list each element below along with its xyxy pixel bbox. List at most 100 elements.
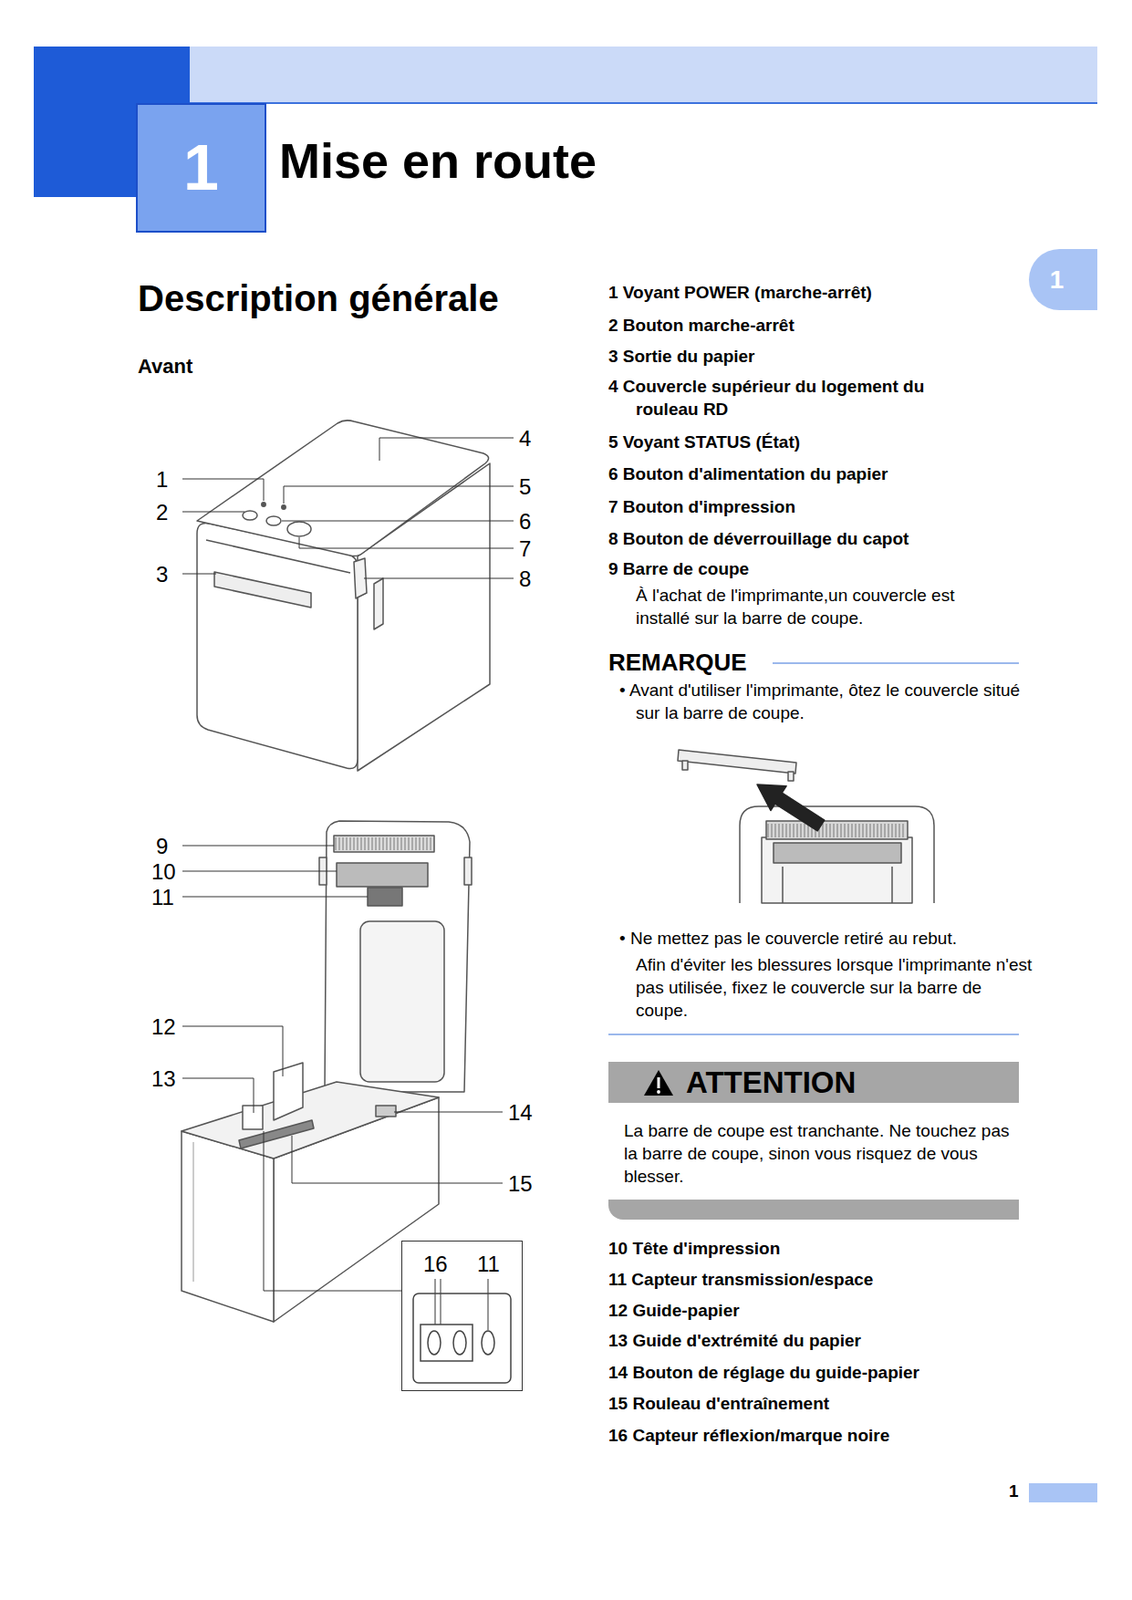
- warning-icon: [643, 1069, 675, 1097]
- leader-line: [182, 871, 337, 873]
- leader-line: [182, 478, 264, 501]
- cover-removal-illustration: [797, 823, 799, 838]
- printer-open-illustration: [238, 1120, 314, 1149]
- subsection-heading: Avant: [137, 354, 193, 379]
- cover-removal-illustration: [782, 823, 784, 838]
- leader-line: [182, 845, 334, 847]
- cover-removal-illustration: [841, 823, 842, 838]
- printer-open-illustration: [181, 1081, 439, 1159]
- printer-open-illustration: [430, 837, 432, 851]
- leader-line: [182, 573, 217, 575]
- callout-number: 16: [423, 1250, 448, 1278]
- part-name: 11 Capteur transmission/espace: [608, 1267, 873, 1291]
- cover-removal-illustration: [830, 823, 831, 838]
- printer-open-illustration: [383, 837, 385, 851]
- printer-open-illustration: [336, 862, 428, 887]
- callout-number: 1: [155, 466, 168, 493]
- callout-number: 11: [477, 1250, 500, 1278]
- cover-removal-illustration: [899, 823, 901, 838]
- chapter-number: 1: [183, 135, 219, 200]
- printer-front-illustration: [197, 522, 358, 769]
- cover-removal-illustration: [786, 823, 788, 838]
- cover-removal-illustration: [775, 823, 777, 838]
- sensor-detail-inset: 1611: [401, 1240, 523, 1392]
- part-name: 4 Couvercle supérieur du logement du rou…: [608, 374, 974, 421]
- part-name: 16 Capteur réflexion/marque noire: [608, 1423, 890, 1447]
- sensor-detail-drawing: [481, 1330, 495, 1355]
- header-band: [189, 102, 1098, 104]
- part-name: 13 Guide d'extrémité du papier: [608, 1329, 862, 1352]
- cover-removal-illustration: [768, 823, 904, 838]
- printer-front-illustration: [373, 578, 384, 630]
- printer-front-illustration: [197, 420, 490, 771]
- part-name: 2 Bouton marche-arrêt: [608, 313, 795, 337]
- cover-removal-illustration: [768, 823, 769, 838]
- cover-removal-illustration: [881, 823, 883, 838]
- page-number: 1: [1008, 1479, 1019, 1503]
- part-name: 1 Voyant POWER (marche-arrêt): [608, 280, 873, 304]
- printer-open-illustration: [375, 1105, 396, 1117]
- printer-open-illustration: [405, 837, 406, 851]
- header-band: [33, 46, 1098, 104]
- leader-line: [182, 1026, 283, 1077]
- leader-line: [394, 1111, 503, 1113]
- printer-open-illustration: [342, 837, 344, 851]
- cover-removal-illustration: [891, 866, 894, 904]
- cover-removal-illustration: [855, 823, 857, 838]
- printer-front-illustration: [197, 420, 489, 557]
- callout-number: 12: [151, 1013, 177, 1040]
- part-note: À l'achat de l'imprimante,un couvercle e…: [635, 583, 1001, 630]
- cover-removal-illustration: [862, 823, 864, 838]
- printer-front-illustration: [266, 516, 281, 526]
- cover-removal-illustration: [884, 823, 886, 838]
- printer-open-illustration: [423, 837, 425, 851]
- leader-line: [182, 896, 368, 898]
- cover-removal-illustration: [682, 760, 688, 770]
- printer-open-illustration: [361, 837, 363, 851]
- sensor-detail-drawing: [427, 1330, 441, 1355]
- leader-line: [182, 437, 514, 1330]
- part-name: 6 Bouton d'alimentation du papier: [608, 462, 888, 486]
- leader-line: [488, 1278, 489, 1330]
- callout-number: 9: [155, 832, 168, 860]
- callout-number: 2: [155, 498, 168, 526]
- part-name: 8 Bouton de déverrouillage du capot: [608, 527, 909, 551]
- warning-mark: [657, 1077, 661, 1089]
- printer-open-illustration: [339, 837, 341, 851]
- printer-open-illustration: [412, 837, 414, 851]
- cover-removal-illustration: [793, 823, 795, 838]
- cover-removal-illustration: [888, 823, 890, 838]
- leader-line: [182, 1078, 254, 1113]
- part-name: 3 Sortie du papier: [608, 344, 755, 368]
- leader-line: [363, 578, 514, 580]
- printer-open-illustration: [360, 921, 445, 1082]
- cover-removal-illustration: [781, 866, 784, 904]
- callout-number: 4: [519, 425, 531, 452]
- cover-removal-illustration: [766, 820, 908, 840]
- leader-line: [379, 437, 514, 461]
- printer-open-illustration: [346, 837, 348, 851]
- printer-open-illustration: [408, 837, 410, 851]
- cover-removal-illustration: [866, 823, 868, 838]
- printer-open-illustration: [419, 837, 421, 851]
- warning-mark: [656, 1090, 661, 1094]
- chapter-tab-number: 1: [1049, 267, 1065, 293]
- leader-line: [435, 1278, 437, 1325]
- printer-open-illustration: [242, 1105, 263, 1130]
- caution-heading: ATTENTION: [608, 1061, 1019, 1103]
- warning-triangle: [643, 1069, 674, 1096]
- printer-open-illustration: [324, 820, 470, 1092]
- callout-number: 13: [151, 1065, 177, 1092]
- callout-number: 10: [151, 858, 177, 885]
- printer-open-illustration: [193, 1142, 195, 1282]
- printer-open-illustration: [426, 837, 428, 851]
- printer-open-illustration: [368, 837, 370, 851]
- printer-open-illustration: [353, 837, 355, 851]
- cover-removal-illustration: [739, 806, 935, 904]
- leader-line: [283, 486, 514, 504]
- part-name: 5 Voyant STATUS (État): [608, 430, 800, 454]
- leader-line: [440, 1278, 442, 1325]
- sensor-detail-drawing: [453, 1330, 467, 1355]
- callout-number: 6: [519, 508, 531, 535]
